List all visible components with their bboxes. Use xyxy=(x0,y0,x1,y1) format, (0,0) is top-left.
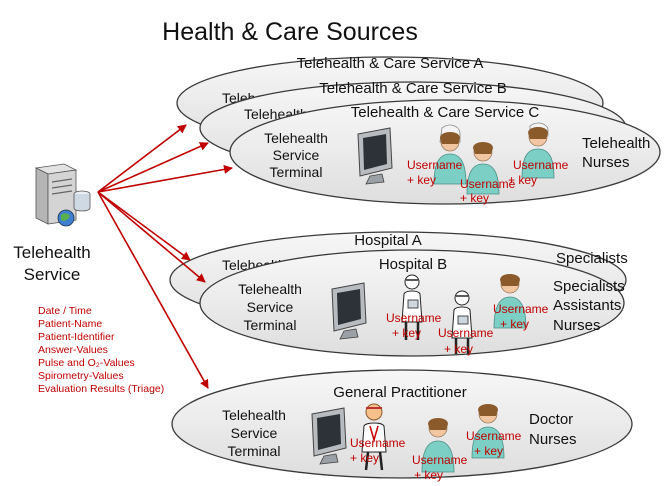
svg-text:+ key: + key xyxy=(392,326,421,340)
telehealth-staff-label: Telehealth Nurses xyxy=(582,135,650,171)
nurse-icon xyxy=(466,142,500,195)
svg-text:Service: Service xyxy=(273,147,320,163)
svg-text:+ key: + key xyxy=(474,444,503,458)
hospital-a-hidden-staff: Specialists xyxy=(556,250,628,267)
service-c-terminal-label: Telehealth Service Terminal xyxy=(264,130,328,180)
svg-text:Nurses: Nurses xyxy=(553,317,601,334)
hospital-b-label: Hospital B xyxy=(379,256,447,273)
hospital-staff-label: Specialists Assistants Nurses xyxy=(553,278,625,334)
svg-text:Username: Username xyxy=(407,158,463,172)
svg-text:Username: Username xyxy=(412,453,468,467)
hospital-a-label: Hospital A xyxy=(354,232,422,249)
credential-label: Username + key xyxy=(493,302,549,331)
svg-text:Service: Service xyxy=(231,425,278,441)
credential-label: Username + key xyxy=(460,177,516,205)
gp-ellipse xyxy=(171,369,633,479)
credential-label: Username + key xyxy=(350,436,406,465)
data-field: Evaluation Results (Triage) xyxy=(38,383,164,395)
terminal-monitor-icon xyxy=(311,407,347,465)
svg-text:Telehealth: Telehealth xyxy=(264,130,328,146)
svg-text:Terminal: Terminal xyxy=(270,164,323,180)
credential-label: Username + key xyxy=(407,158,463,187)
arrow-to-hospital-b xyxy=(97,191,206,283)
svg-text:Username: Username xyxy=(350,436,406,450)
svg-text:+ key: + key xyxy=(508,173,537,187)
hospital-terminal-label: Telehealth Service Terminal xyxy=(238,281,302,333)
credential-label: Username + key xyxy=(466,429,522,458)
server-database-icon xyxy=(34,163,91,227)
hospital-group: Hospital A Telehealth Specialists Hospit… xyxy=(169,231,628,357)
telehealth-service-group: Telehealth & Care Service A Telehealth T… xyxy=(176,55,661,205)
data-field: Spirometry-Values xyxy=(38,370,124,382)
data-field: Date / Time xyxy=(38,305,92,317)
nurse-icon xyxy=(433,124,467,185)
credential-label: Username + key xyxy=(508,158,569,187)
service-b-label: Telehealth & Care Service B xyxy=(319,80,507,97)
doctor-icon xyxy=(451,290,473,354)
terminal-monitor-icon xyxy=(331,282,367,340)
data-field: Pulse and O₂-Values xyxy=(38,357,135,369)
svg-text:Username: Username xyxy=(438,326,494,340)
arrow-to-service-a xyxy=(97,124,187,193)
credential-label: Username + key xyxy=(386,311,442,340)
arrow-to-hospital-a xyxy=(97,191,191,261)
svg-text:Service: Service xyxy=(24,265,81,284)
arrow-to-service-b xyxy=(97,142,209,193)
data-field: Patient-Identifier xyxy=(38,331,115,343)
data-fields-list: Date / Time Patient-Name Patient-Identif… xyxy=(38,305,164,395)
svg-text:Username: Username xyxy=(386,311,442,325)
svg-text:+ key: + key xyxy=(414,468,443,482)
credential-label: Username + key xyxy=(412,453,468,482)
svg-text:+ key: + key xyxy=(350,451,379,465)
credential-label: Username + key xyxy=(438,326,494,356)
svg-text:Telehealth: Telehealth xyxy=(222,407,286,423)
svg-text:Nurses: Nurses xyxy=(582,154,630,171)
svg-text:Username: Username xyxy=(466,429,522,443)
svg-text:Assistants: Assistants xyxy=(553,297,621,314)
nurse-icon xyxy=(421,418,455,473)
svg-text:Username: Username xyxy=(493,302,549,316)
arrow-to-service-c xyxy=(97,164,233,193)
service-a-label: Telehealth & Care Service A xyxy=(297,55,484,72)
gp-group: General Practitioner Telehealth Service … xyxy=(171,369,633,482)
gp-label: General Practitioner xyxy=(333,384,466,401)
diagram-title: Health & Care Sources xyxy=(162,18,418,46)
gp-terminal-label: Telehealth Service Terminal xyxy=(222,407,286,459)
nurse-icon xyxy=(493,274,527,329)
gp-staff-label: Doctor Nurses xyxy=(529,411,577,448)
svg-text:+ key: + key xyxy=(407,173,436,187)
svg-text:Username: Username xyxy=(460,177,516,191)
svg-text:Service: Service xyxy=(247,299,294,315)
telehealth-service-label: Telehealth Service xyxy=(13,243,91,284)
arrows xyxy=(97,124,233,389)
svg-text:Telehealth: Telehealth xyxy=(13,243,91,262)
svg-text:Telehealth: Telehealth xyxy=(238,281,302,297)
nurse-icon xyxy=(471,404,505,459)
doctor-icon xyxy=(361,403,387,471)
data-field: Patient-Name xyxy=(38,318,102,330)
svg-text:+ key: + key xyxy=(500,317,529,331)
doctor-icon xyxy=(401,274,423,340)
svg-text:Telehealth: Telehealth xyxy=(582,135,650,152)
svg-text:Specialists: Specialists xyxy=(553,278,625,295)
data-field: Answer-Values xyxy=(38,344,108,356)
svg-text:Username: Username xyxy=(513,158,569,172)
svg-text:Nurses: Nurses xyxy=(529,431,577,448)
svg-text:+ key: + key xyxy=(460,191,489,205)
svg-text:Terminal: Terminal xyxy=(244,317,297,333)
svg-text:+ key: + key xyxy=(444,342,473,356)
arrow-to-gp xyxy=(97,191,209,389)
svg-text:Doctor: Doctor xyxy=(529,411,573,428)
nurse-icon xyxy=(521,122,555,179)
terminal-monitor-icon xyxy=(357,127,393,185)
svg-text:Terminal: Terminal xyxy=(228,443,281,459)
service-c-label: Telehealth & Care Service C xyxy=(351,104,540,121)
